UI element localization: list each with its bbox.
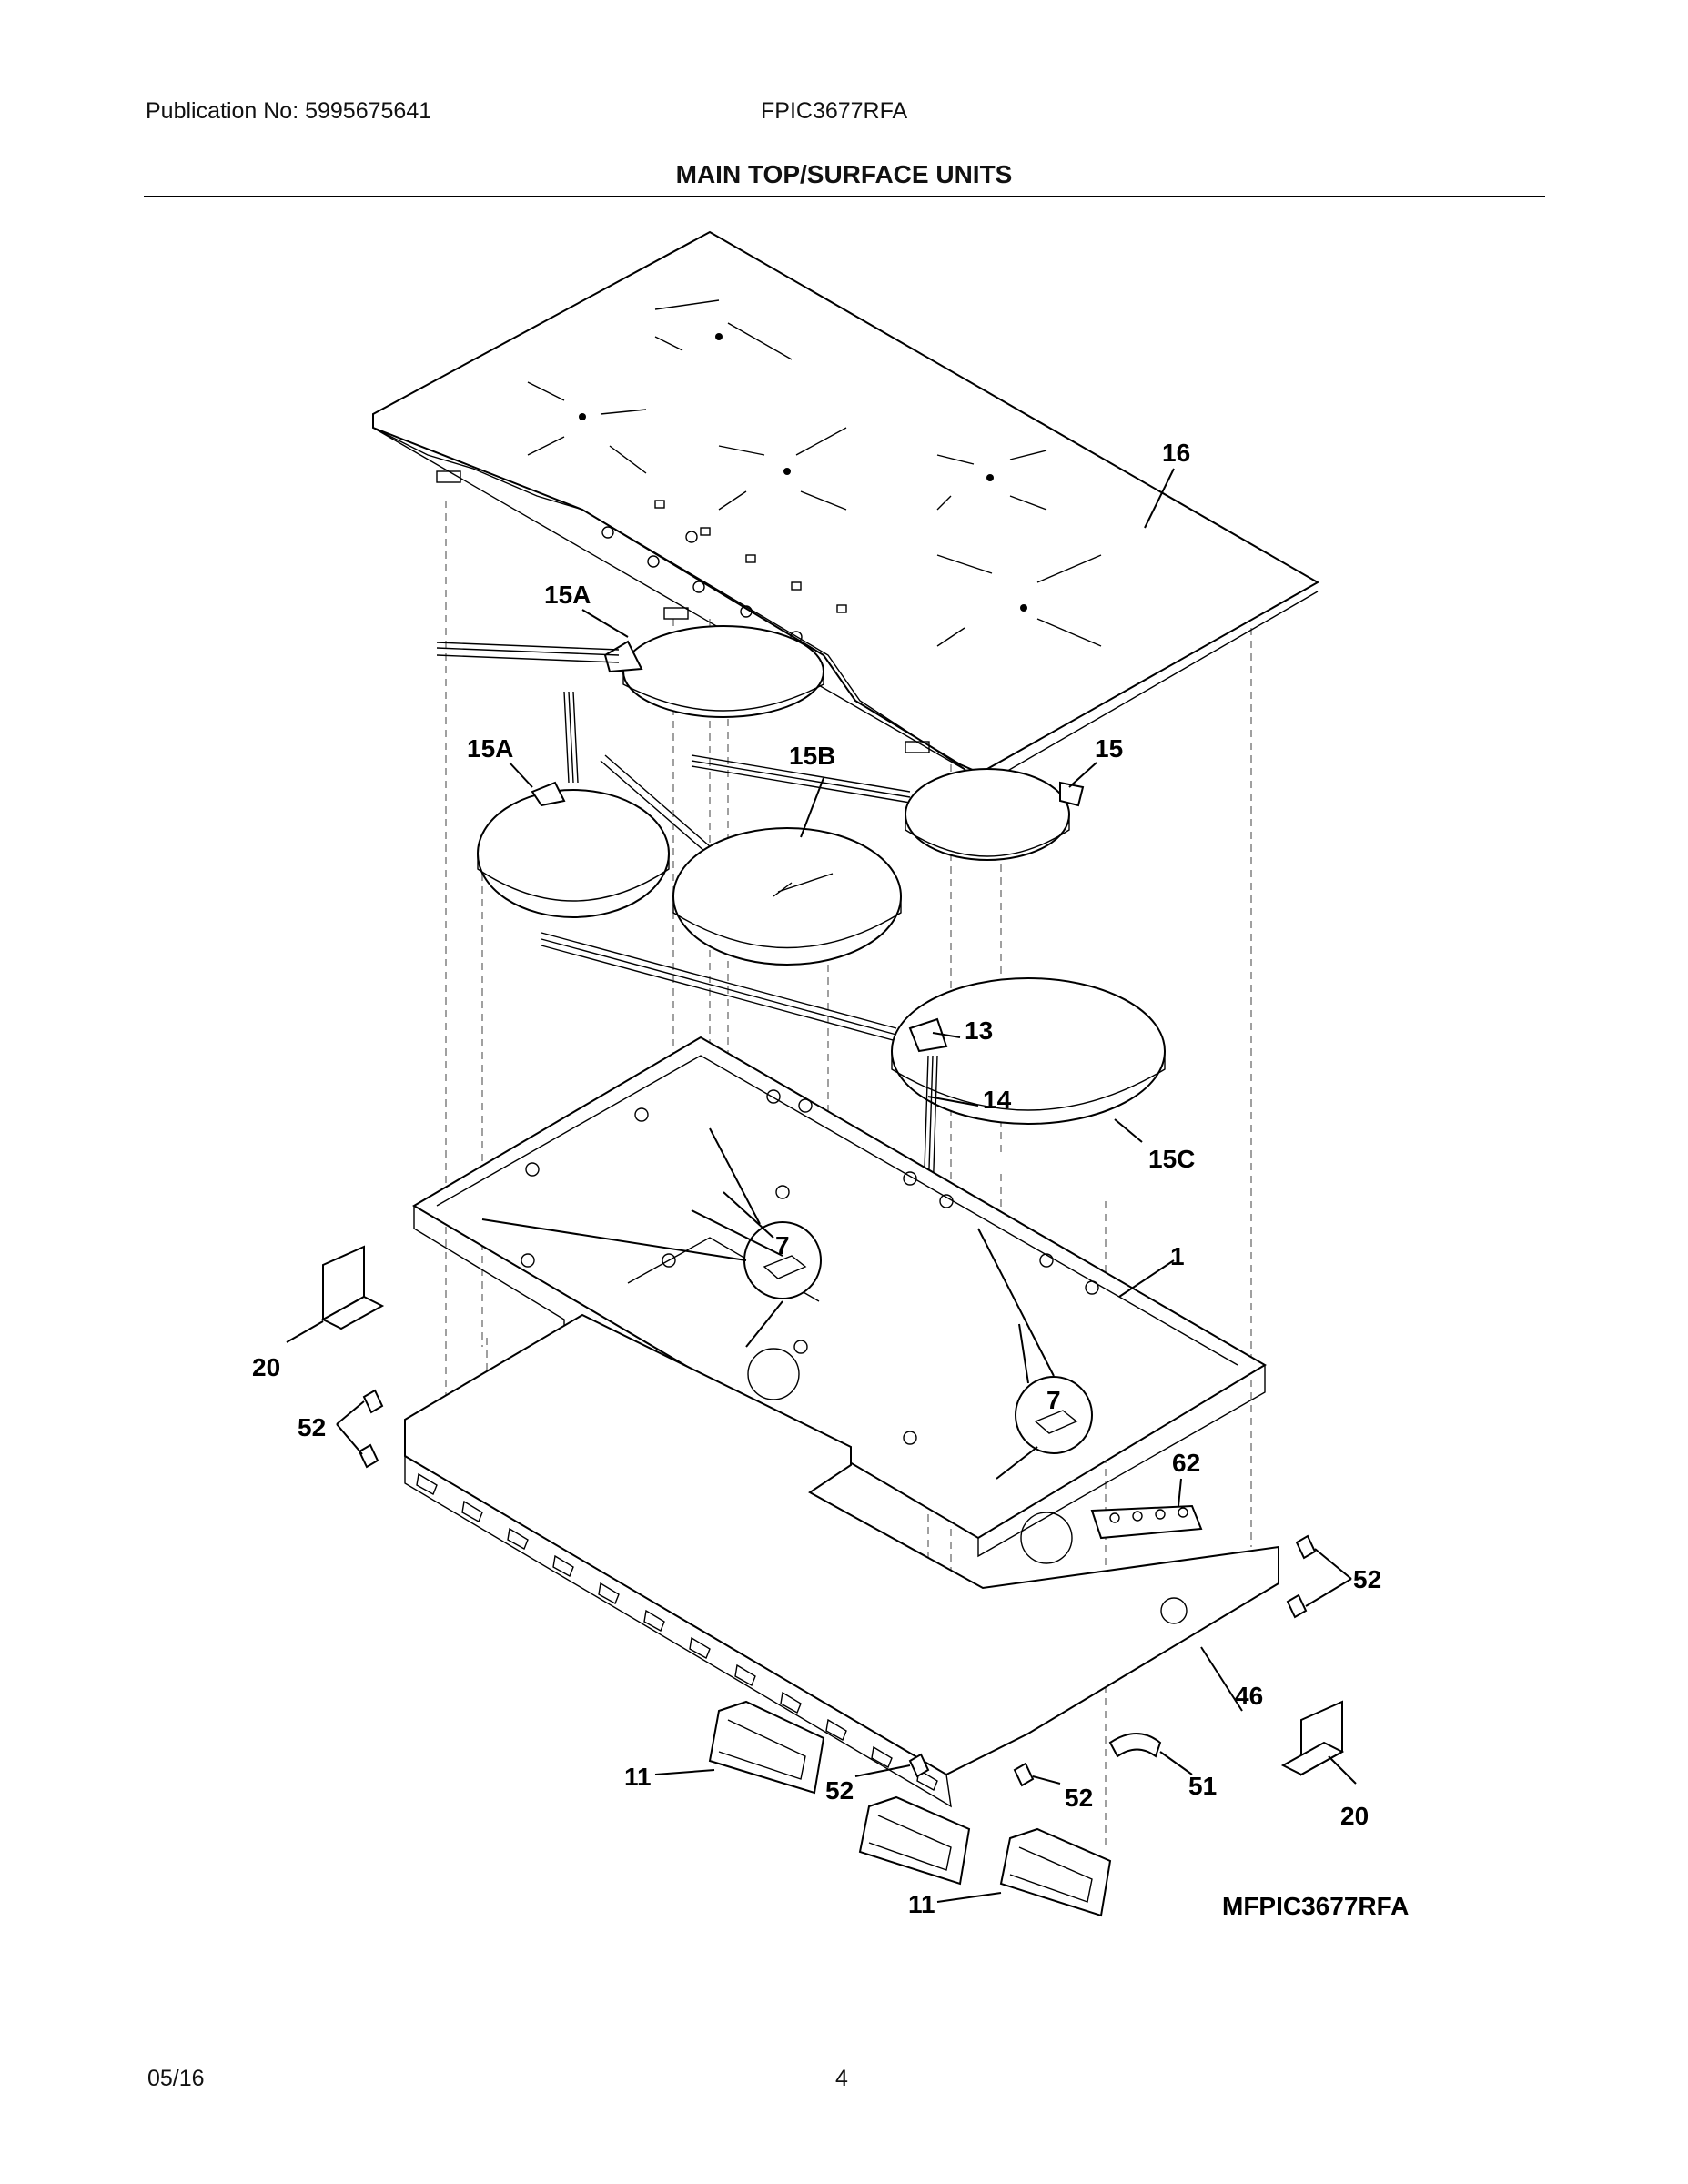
callout-11-left: 11	[624, 1763, 652, 1791]
callout-51: 51	[1188, 1772, 1217, 1800]
small-hardware	[358, 1389, 1317, 1787]
base-pan-46	[404, 1313, 1279, 1808]
callout-1: 1	[1170, 1242, 1185, 1270]
title-rule	[144, 196, 1545, 197]
model-number: FPIC3677RFA	[761, 98, 908, 124]
callout-15b: 15B	[789, 742, 835, 770]
callout-15: 15	[1095, 734, 1123, 763]
callout-62: 62	[1172, 1449, 1200, 1477]
callout-16: 16	[1162, 439, 1190, 467]
page-number: 4	[835, 2066, 848, 2091]
bracket-20-right	[1280, 1700, 1345, 1776]
wire-clip-detail-right	[1015, 1376, 1093, 1454]
leader-lines	[286, 468, 1357, 1903]
surface-element-15a-left	[477, 691, 711, 918]
glass-cooktop	[372, 230, 1320, 784]
callout-52-right: 52	[1353, 1565, 1381, 1593]
diagram-id: MFPIC3677RFA	[1222, 1892, 1409, 1920]
callout-52-bottom-right: 52	[1065, 1784, 1093, 1812]
surface-element-15b	[541, 754, 911, 1042]
bracket-20-left	[320, 1245, 385, 1330]
bracket-11-bottom	[999, 1827, 1112, 1917]
callout-11-bottom: 11	[908, 1890, 935, 1918]
callout-46: 46	[1235, 1682, 1263, 1710]
callout-14: 14	[983, 1086, 1012, 1114]
callout-7-right: 7	[1046, 1386, 1061, 1414]
callout-15a-top: 15A	[544, 581, 591, 609]
page-title: MAIN TOP/SURFACE UNITS	[675, 160, 1013, 188]
callout-20-right: 20	[1340, 1802, 1369, 1830]
callout-13: 13	[965, 1016, 993, 1045]
surface-element-15	[905, 768, 1085, 861]
bracket-11-center	[858, 1795, 971, 1886]
callout-52-left: 52	[298, 1413, 326, 1441]
footer-date: 05/16	[147, 2066, 205, 2091]
callout-20-left: 20	[252, 1353, 280, 1381]
callout-7-left: 7	[775, 1231, 790, 1259]
bracket-11-left	[708, 1700, 825, 1795]
callout-15c: 15C	[1148, 1145, 1195, 1173]
terminal-block-62	[1090, 1504, 1203, 1540]
publication-number: Publication No: 5995675641	[146, 98, 432, 124]
surface-element-15a-top	[436, 625, 824, 718]
callout-labels: 16 15A 15A 15B 15 13 14 15C 7 7 1 20 52 …	[252, 439, 1409, 1920]
callout-15a-left: 15A	[467, 734, 513, 763]
callout-52-bottom-mid: 52	[825, 1776, 854, 1805]
surface-element-15c	[891, 977, 1166, 1339]
